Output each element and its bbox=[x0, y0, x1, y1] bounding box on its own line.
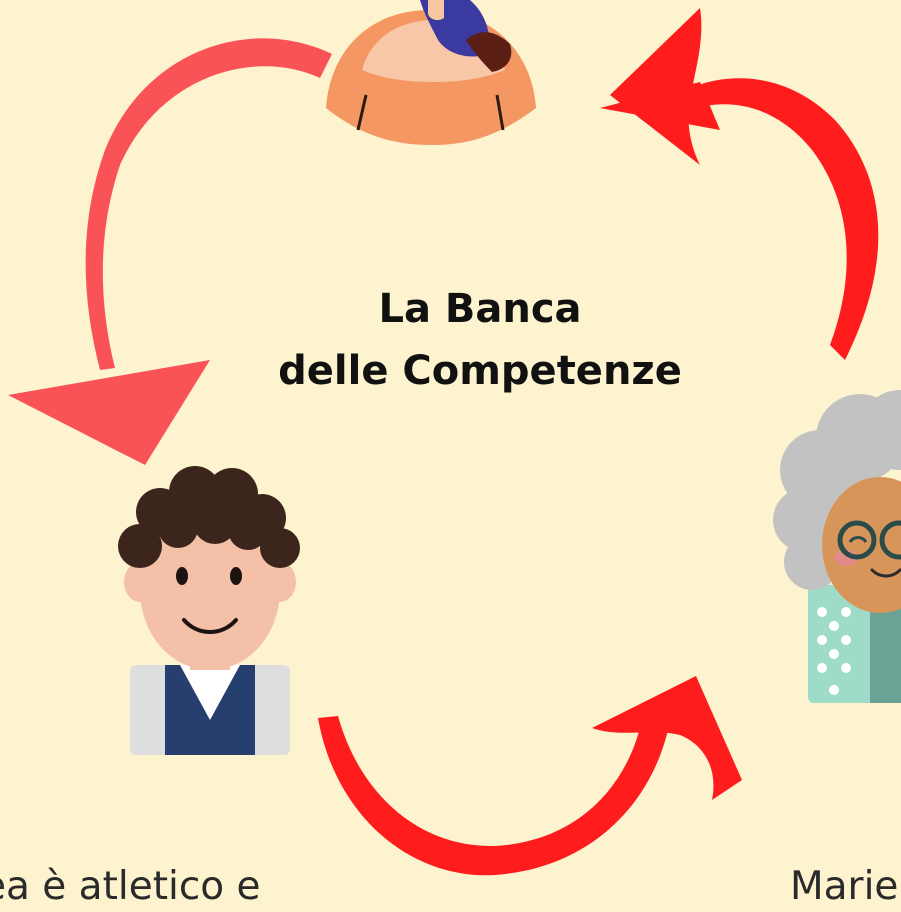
arrow-top-to-left bbox=[8, 38, 332, 465]
arrow-left-to-right bbox=[318, 676, 742, 876]
grandma-avatar bbox=[773, 390, 901, 703]
title-line-2: delle Competenze bbox=[278, 348, 682, 394]
top-person-avatar bbox=[326, 0, 536, 145]
title-line-1: La Banca bbox=[378, 286, 582, 332]
diagram-title: La Banca delle Competenze bbox=[190, 278, 770, 402]
caption-left: ea è atletico e bbox=[0, 864, 261, 909]
boy-avatar bbox=[118, 466, 300, 755]
caption-right: Marie bbox=[790, 864, 899, 909]
arrow-right-to-top bbox=[600, 8, 879, 360]
